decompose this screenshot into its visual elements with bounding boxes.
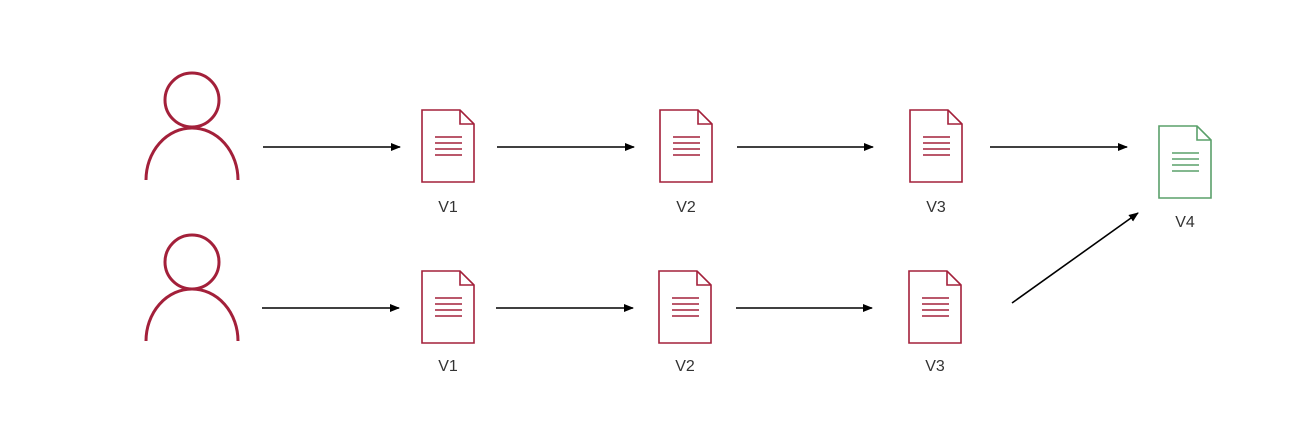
user-icon <box>144 233 240 342</box>
version-label: V1 <box>438 199 458 216</box>
document-icon <box>421 109 475 183</box>
merged-document-icon <box>1158 125 1212 199</box>
document-icon <box>908 270 962 344</box>
version-label: V3 <box>925 358 945 375</box>
version-label: V2 <box>676 199 696 216</box>
user-icon <box>144 71 240 181</box>
document-icon <box>658 270 712 344</box>
merge-arrow <box>1011 212 1139 304</box>
version-label: V3 <box>926 199 946 216</box>
version-label: V1 <box>438 358 458 375</box>
merged-version-label: V4 <box>1175 214 1195 231</box>
document-icon <box>421 270 475 344</box>
version-label: V2 <box>675 358 695 375</box>
document-icon <box>659 109 713 183</box>
document-icon <box>909 109 963 183</box>
